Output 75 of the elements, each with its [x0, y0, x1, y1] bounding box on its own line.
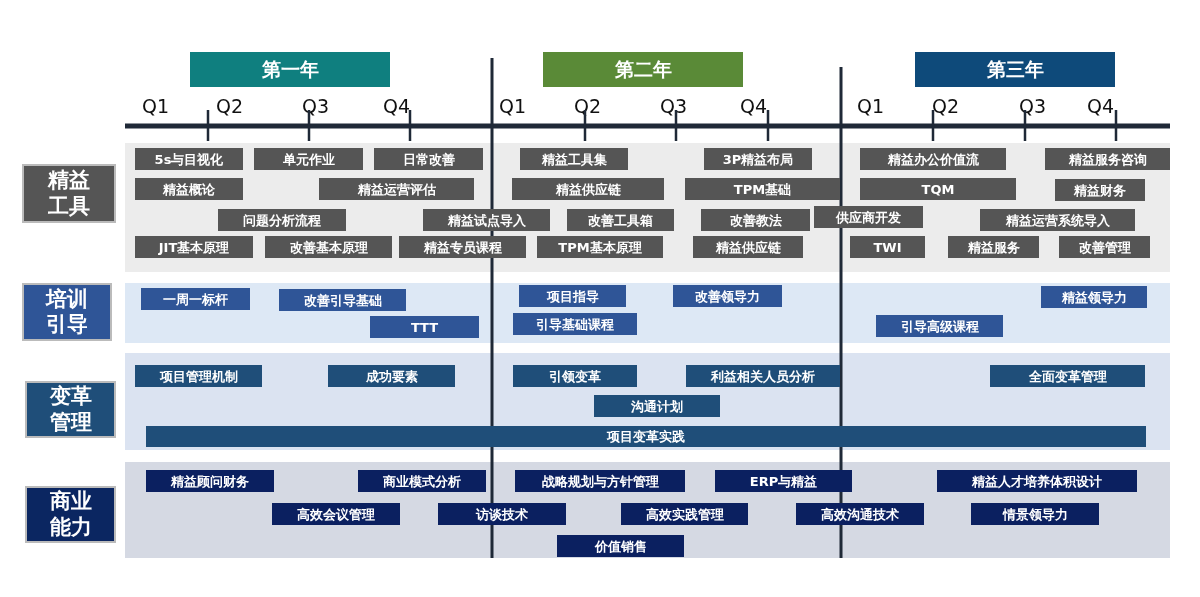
category-heading: 变革管理: [25, 381, 116, 438]
course-bar: 项目管理机制: [135, 365, 262, 387]
quarter-label: Q4: [740, 97, 768, 116]
category-heading: 精益工具: [22, 164, 116, 223]
course-bar: 战略规划与方针管理: [515, 470, 685, 492]
course-bar: TTT: [370, 316, 479, 338]
course-bar: 精益运营评估: [319, 178, 474, 200]
course-bar: 精益服务咨询: [1045, 148, 1170, 170]
course-bar: 精益运营系统导入: [980, 209, 1135, 231]
course-bar: 成功要素: [328, 365, 455, 387]
course-bar: 精益人才培养体积设计: [937, 470, 1137, 492]
course-bar: 3P精益布局: [704, 148, 812, 170]
quarter-label: Q3: [1019, 97, 1047, 116]
course-bar: 项目指导: [519, 285, 626, 307]
course-bar: 高效沟通技术: [796, 503, 924, 525]
quarter-label: Q4: [383, 97, 411, 116]
category-band: [22, 143, 1170, 272]
course-bar: JIT基本原理: [135, 236, 253, 258]
course-bar: ERP与精益: [715, 470, 852, 492]
course-bar: 沟通计划: [594, 395, 720, 417]
quarter-label: Q2: [932, 97, 960, 116]
year-heading: 第二年: [543, 52, 743, 87]
course-bar: TWI: [850, 236, 925, 258]
course-bar: 精益供应链: [512, 178, 664, 200]
course-bar: 改善基本原理: [265, 236, 392, 258]
category-band: [22, 462, 1170, 558]
year-heading: 第一年: [190, 52, 390, 87]
course-bar: 精益概论: [135, 178, 243, 200]
course-bar: 引导基础课程: [513, 313, 637, 335]
quarter-label: Q3: [660, 97, 688, 116]
course-bar: 精益工具集: [520, 148, 628, 170]
course-bar: 精益领导力: [1041, 286, 1147, 308]
course-bar: 高效会议管理: [272, 503, 400, 525]
quarter-label: Q2: [216, 97, 244, 116]
course-bar: 精益办公价值流: [860, 148, 1006, 170]
course-bar: 一周一标杆: [141, 288, 250, 310]
course-bar: 5s与目视化: [135, 148, 243, 170]
course-bar: 情景领导力: [971, 503, 1099, 525]
category-band: [22, 283, 1170, 343]
category-band: [22, 353, 1170, 450]
course-bar: 引领变革: [513, 365, 637, 387]
course-bar: 精益专员课程: [399, 236, 526, 258]
quarter-label: Q1: [499, 97, 527, 116]
course-bar: TQM: [860, 178, 1016, 200]
quarter-label: Q1: [142, 97, 170, 116]
course-bar: 高效实践管理: [621, 503, 748, 525]
course-bar: 精益财务: [1055, 179, 1145, 201]
quarter-label: Q1: [857, 97, 885, 116]
course-bar: 精益供应链: [693, 236, 803, 258]
category-heading: 商业能力: [25, 486, 116, 543]
course-bar: 问题分析流程: [218, 209, 346, 231]
course-bar: 全面变革管理: [990, 365, 1145, 387]
course-bar: 改善领导力: [673, 285, 782, 307]
quarter-label: Q3: [302, 97, 330, 116]
course-bar: 项目变革实践: [146, 426, 1146, 447]
course-bar: 利益相关人员分析: [686, 365, 840, 387]
course-bar: TPM基础: [685, 178, 840, 200]
course-bar: 精益试点导入: [423, 209, 550, 231]
course-bar: 精益顾问财务: [146, 470, 274, 492]
course-bar: 价值销售: [557, 535, 684, 557]
course-bar: 改善引导基础: [279, 289, 406, 311]
course-bar: TPM基本原理: [537, 236, 663, 258]
course-bar: 改善工具箱: [567, 209, 674, 231]
course-bar: 单元作业: [254, 148, 363, 170]
year-heading: 第三年: [915, 52, 1115, 87]
course-bar: 改善管理: [1059, 236, 1150, 258]
course-bar: 日常改善: [374, 148, 483, 170]
course-bar: 引导高级课程: [876, 315, 1003, 337]
course-bar: 供应商开发: [814, 206, 923, 228]
quarter-label: Q4: [1087, 97, 1115, 116]
course-bar: 精益服务: [948, 236, 1039, 258]
course-bar: 改善教法: [701, 209, 810, 231]
category-heading: 培训引导: [22, 283, 112, 341]
course-bar: 商业模式分析: [358, 470, 486, 492]
course-bar: 访谈技术: [438, 503, 566, 525]
